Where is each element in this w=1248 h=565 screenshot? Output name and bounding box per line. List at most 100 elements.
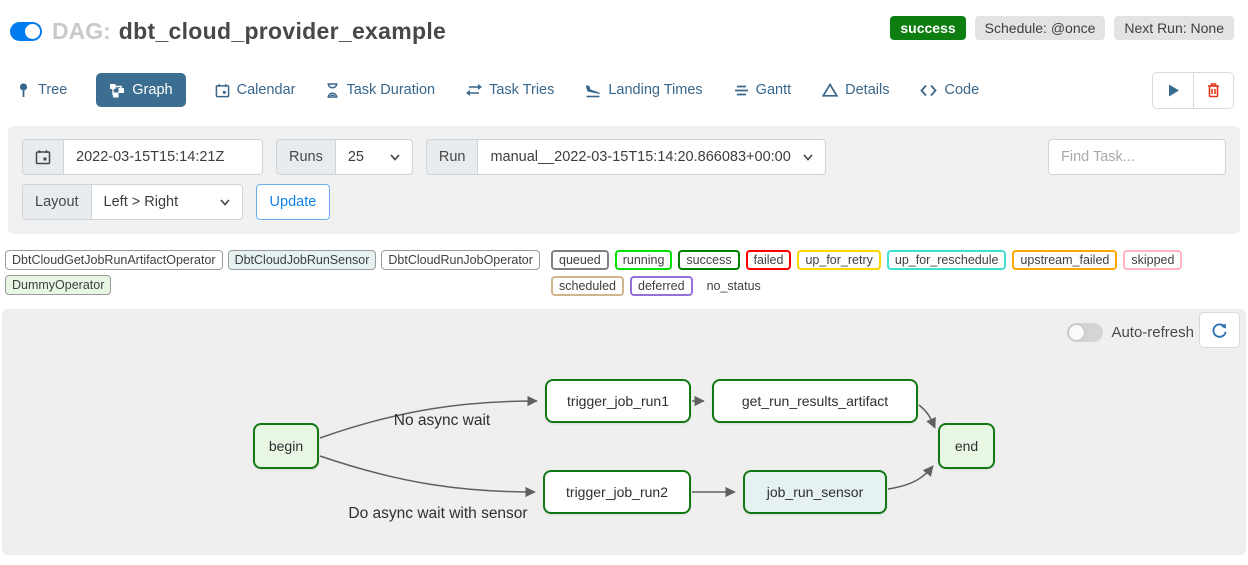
details-triangle-icon bbox=[822, 83, 839, 97]
state-badge: up_for_retry bbox=[797, 250, 881, 270]
edge-get_run_results_artifact-to-end bbox=[918, 404, 936, 429]
calendar-icon bbox=[215, 83, 229, 97]
code-icon bbox=[920, 84, 938, 96]
tab-label: Task Duration bbox=[346, 82, 436, 98]
run-select-group: Run manual__2022-03-15T15:14:20.866083+0… bbox=[425, 139, 826, 175]
sitemap-icon bbox=[110, 83, 125, 97]
filter-panel: Runs 25 Run manual__2022-03-15T15:14:20.… bbox=[8, 126, 1240, 234]
play-icon bbox=[1168, 84, 1179, 96]
auto-refresh-label: Auto-refresh bbox=[1111, 323, 1194, 341]
tab-tree[interactable]: Tree bbox=[14, 73, 69, 107]
state-badge: success bbox=[678, 250, 740, 270]
tab-label: Details bbox=[845, 82, 890, 98]
state-badge: up_for_reschedule bbox=[886, 250, 1007, 270]
edge-job_run_sensor-to-end bbox=[887, 465, 934, 490]
calendar-icon bbox=[35, 150, 51, 165]
header-badges: success Schedule: @once Next Run: None bbox=[890, 15, 1234, 40]
runs-label: Runs bbox=[276, 139, 335, 175]
tab-label: Code bbox=[944, 82, 980, 98]
state-badge: failed bbox=[745, 250, 792, 270]
dag-action-buttons bbox=[1152, 71, 1234, 109]
toggle-knob-icon bbox=[1069, 324, 1085, 340]
delete-dag-button[interactable] bbox=[1193, 72, 1233, 108]
trigger-dag-button[interactable] bbox=[1153, 72, 1193, 108]
dag-prefix-label: DAG: bbox=[52, 18, 111, 44]
base-date-input[interactable] bbox=[63, 139, 263, 175]
tab-label: Tree bbox=[38, 82, 68, 98]
auto-refresh-toggle[interactable] bbox=[1067, 322, 1104, 342]
status-badge[interactable]: success bbox=[890, 15, 966, 40]
tree-pin-icon bbox=[19, 83, 28, 97]
layout-select[interactable]: Left > Right bbox=[90, 184, 243, 220]
tab-task-duration[interactable]: Task Duration bbox=[324, 73, 437, 107]
tab-label: Gantt bbox=[755, 82, 792, 98]
tab-label: Graph bbox=[132, 82, 173, 98]
retries-icon bbox=[466, 84, 483, 96]
state-badge: skipped bbox=[1123, 250, 1183, 270]
refresh-button[interactable] bbox=[1199, 312, 1240, 348]
run-select-value: manual__2022-03-15T15:14:20.866083+00:00 bbox=[490, 149, 791, 165]
tab-label: Landing Times bbox=[608, 82, 703, 98]
state-badge: no_status bbox=[706, 279, 761, 293]
gantt-icon bbox=[734, 85, 748, 95]
chevron-down-icon bbox=[803, 153, 813, 161]
plane-landing-icon bbox=[586, 84, 601, 97]
tab-task-tries[interactable]: Task Tries bbox=[464, 73, 556, 107]
run-label: Run bbox=[425, 139, 478, 175]
task-node-begin[interactable]: begin bbox=[253, 423, 319, 469]
operator-badge: DummyOperator bbox=[5, 275, 112, 295]
tab-details[interactable]: Details bbox=[820, 73, 891, 107]
calendar-picker-button[interactable] bbox=[22, 139, 63, 175]
dag-title: dbt_cloud_provider_example bbox=[118, 18, 447, 44]
task-node-get_run_results_artifact[interactable]: get_run_results_artifact bbox=[712, 379, 918, 423]
edge-label: Do async wait with sensor bbox=[348, 505, 528, 522]
next-run-badge: Next Run: None bbox=[1114, 15, 1234, 40]
task-node-job_run_sensor[interactable]: job_run_sensor bbox=[743, 470, 887, 514]
tab-graph[interactable]: Graph bbox=[96, 73, 186, 107]
view-tabbar: Tree Graph Calendar Task Duration Task Tries… bbox=[0, 71, 1248, 109]
tab-landing-times[interactable]: Landing Times bbox=[583, 73, 704, 107]
tab-calendar[interactable]: Calendar bbox=[213, 73, 298, 107]
operator-badge: DbtCloudGetJobRunArtifactOperator bbox=[5, 250, 223, 270]
graph-edges bbox=[319, 395, 936, 498]
chevron-down-icon bbox=[390, 153, 400, 161]
operator-badge: DbtCloudJobRunSensor bbox=[227, 250, 377, 270]
state-badge: upstream_failed bbox=[1012, 250, 1118, 270]
update-button[interactable]: Update bbox=[255, 184, 331, 220]
auto-refresh-control: Auto-refresh bbox=[1067, 315, 1194, 349]
tab-gantt[interactable]: Gantt bbox=[732, 73, 793, 107]
edge-begin-to-trigger_job_run2 bbox=[319, 455, 536, 498]
state-badge: deferred bbox=[630, 276, 693, 296]
run-select[interactable]: manual__2022-03-15T15:14:20.866083+00:00 bbox=[477, 139, 826, 175]
dag-graph-panel: begin trigger_job_run1 get_run_results_art… bbox=[2, 309, 1246, 555]
schedule-badge: Schedule: @once bbox=[974, 15, 1106, 40]
base-date-group bbox=[22, 139, 263, 175]
layout-label: Layout bbox=[22, 184, 91, 220]
task-node-trigger_job_run1[interactable]: trigger_job_run1 bbox=[545, 379, 691, 423]
num-runs-select[interactable]: 25 bbox=[334, 139, 413, 175]
layout-select-value: Left > Right bbox=[103, 194, 179, 210]
tab-label: Task Tries bbox=[489, 82, 555, 98]
task-node-trigger_job_run2[interactable]: trigger_job_run2 bbox=[543, 470, 691, 514]
state-badge: queued bbox=[551, 250, 609, 270]
tab-code[interactable]: Code bbox=[918, 73, 981, 107]
layout-group: Layout Left > Right bbox=[22, 184, 243, 220]
chevron-down-icon bbox=[219, 198, 230, 206]
hourglass-icon bbox=[327, 82, 338, 98]
dag-pause-toggle[interactable] bbox=[10, 22, 42, 41]
edge-begin-to-trigger_job_run1 bbox=[319, 395, 538, 439]
tab-label: Calendar bbox=[236, 82, 296, 98]
task-node-end[interactable]: end bbox=[938, 423, 995, 469]
edge-label: No async wait bbox=[393, 412, 491, 429]
dag-header: DAG: dbt_cloud_provider_example success … bbox=[0, 0, 1248, 45]
toggle-knob-icon bbox=[25, 24, 40, 39]
find-task-input[interactable] bbox=[1048, 139, 1226, 175]
refresh-icon bbox=[1212, 323, 1227, 338]
operator-badge: DbtCloudRunJobOperator bbox=[381, 250, 540, 270]
trash-icon bbox=[1208, 83, 1219, 98]
num-runs-group: Runs 25 bbox=[276, 139, 413, 175]
num-runs-value: 25 bbox=[347, 149, 364, 165]
